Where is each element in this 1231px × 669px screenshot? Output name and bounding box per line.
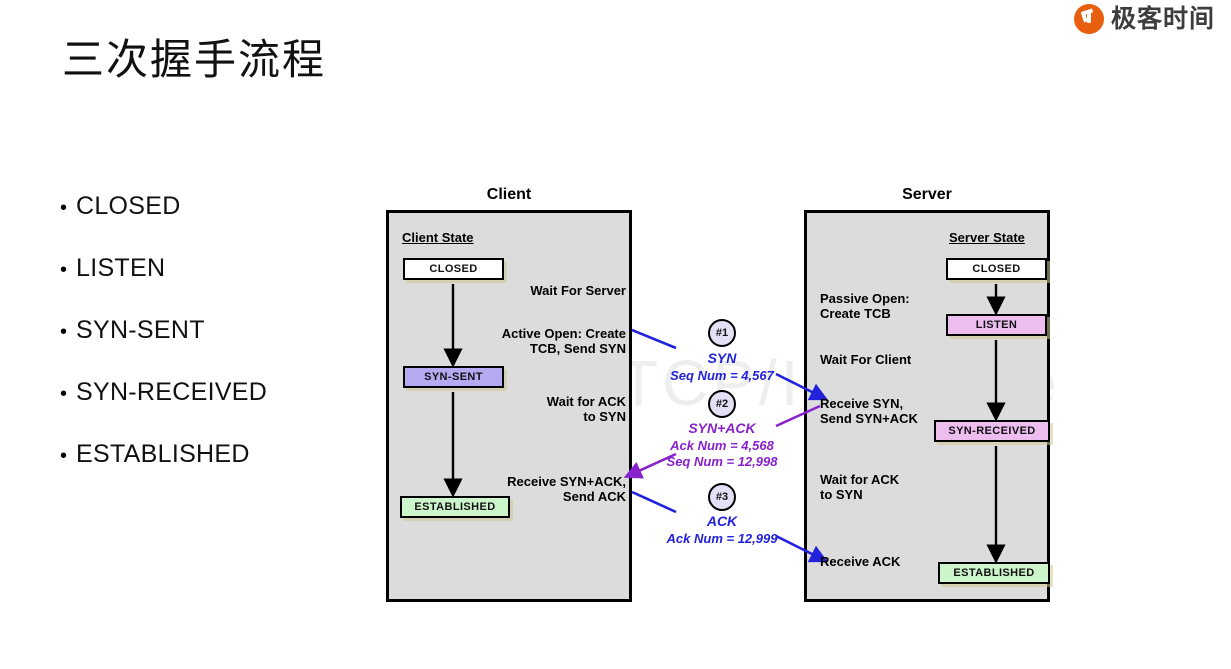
client-state-heading: Client State [402,230,474,245]
bullet-label: CLOSED [76,192,181,220]
bullet-label: ESTABLISHED [76,440,250,468]
message-number: #3 [715,491,729,503]
state-label: SYN-RECEIVED [948,425,1036,437]
message-number: #1 [715,327,729,339]
list-item: • ESTABLISHED [60,440,360,502]
brand-logo: 极客时间 [1073,4,1215,34]
server-column-title: Server [902,186,952,203]
list-item: • CLOSED [60,192,360,254]
client-state-closed: CLOSED [403,258,504,280]
message-3-name: ACK [706,513,738,529]
client-column-title: Client [486,186,532,203]
client-note-wait-for-ack: Wait for ACK to SYN [546,394,626,424]
list-item: • SYN-SENT [60,316,360,378]
state-label: CLOSED [972,263,1021,275]
server-note-passive-open: Passive Open: Create TCB [820,291,910,321]
state-label: ESTABLISHED [953,567,1035,579]
message-2-badge: #2 [708,390,736,418]
message-3-badge: #3 [708,483,736,511]
state-label: CLOSED [429,263,478,275]
bullet-dot-icon: • [60,445,68,467]
server-note-wait-for-ack: Wait for ACK to SYN [820,472,900,502]
message-2-name: SYN+ACK [688,420,756,436]
page-title: 三次握手流程 [62,36,327,83]
message-1-name: SYN [707,350,737,366]
client-note-wait-for-server: Wait For Server [530,283,626,298]
message-2-numbers: Ack Num = 4,568 Seq Num = 12,998 [666,438,778,469]
handshake-diagram: The TCP/IP Guide Client Server Client St… [386,186,1066,606]
state-label: SYN-SENT [424,371,483,383]
server-note-receive-ack: Receive ACK [820,554,901,569]
client-state-syn-sent: SYN-SENT [403,366,504,388]
server-note-wait-for-client: Wait For Client [820,352,912,367]
message-1-numbers: Seq Num = 4,567 [670,368,774,383]
geektime-logo-icon [1073,4,1104,34]
client-note-receive-synack: Receive SYN+ACK, Send ACK [507,474,626,504]
bullet-label: SYN-SENT [76,316,205,344]
bullet-label: LISTEN [76,254,166,282]
message-1-badge: #1 [708,319,736,347]
message-1-arrow-out [631,328,677,350]
state-label: ESTABLISHED [414,501,496,513]
client-note-active-open: Active Open: Create TCB, Send SYN [501,326,626,356]
bullet-label: SYN-RECEIVED [76,378,268,406]
server-state-heading: Server State [949,230,1025,245]
bullet-dot-icon: • [60,321,68,343]
server-note-receive-syn: Receive SYN, Send SYN+ACK [820,396,918,426]
list-item: • SYN-RECEIVED [60,378,360,440]
state-label: LISTEN [975,319,1018,331]
bullet-dot-icon: • [60,259,68,281]
bullet-list: • CLOSED • LISTEN • SYN-SENT • SYN-RECEI… [60,192,360,502]
brand-name: 极客时间 [1110,5,1215,33]
list-item: • LISTEN [60,254,360,316]
message-3-numbers: Ack Num = 12,999 [666,531,778,546]
bullet-dot-icon: • [60,383,68,405]
message-number: #2 [715,398,729,410]
message-3-arrow-out [631,490,677,514]
bullet-dot-icon: • [60,197,68,219]
server-state-closed: CLOSED [946,258,1047,280]
